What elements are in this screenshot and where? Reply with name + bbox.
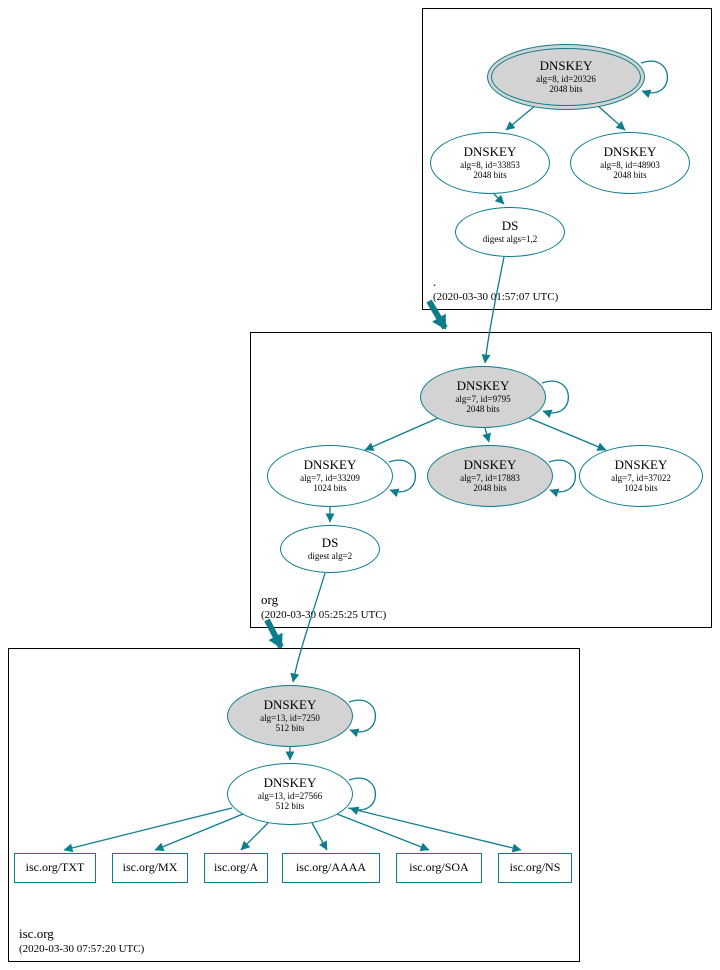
node-title: DNSKEY [456,378,510,394]
node-title: DNSKEY [463,457,517,473]
dnskey-node-root-zsk-48903[interactable]: DNSKEY alg=8, id=48903 2048 bits [570,132,690,194]
node-title: DS [501,218,519,234]
node-detail: alg=8, id=20326 [536,74,596,85]
zone-timestamp: (2020-03-30 01:57:07 UTC) [433,291,559,304]
dnskey-node-org-zsk-37022[interactable]: DNSKEY alg=7, id=37022 1024 bits [579,445,703,507]
node-detail: 512 bits [275,801,305,812]
rrset-label: isc.org/MX [122,860,178,875]
rrset-label: isc.org/SOA [409,860,469,875]
node-detail: alg=8, id=33853 [460,160,520,171]
dnskey-node-org-ksk-9795[interactable]: DNSKEY alg=7, id=9795 2048 bits [420,366,546,428]
zone-timestamp: (2020-03-30 07:57:20 UTC) [19,943,145,956]
rrset-node-isc-org-a[interactable]: isc.org/A [204,853,268,883]
node-title: DNSKEY [463,144,517,160]
dnskey-node-org-zsk-33209[interactable]: DNSKEY alg=7, id=33209 1024 bits [267,445,393,507]
node-title: DNSKEY [263,775,317,791]
node-detail: 2048 bits [473,483,507,494]
dnskey-node-org-zsk-17883[interactable]: DNSKEY alg=7, id=17883 2048 bits [427,445,553,507]
rrset-node-isc-org-soa[interactable]: isc.org/SOA [396,853,482,883]
node-detail: 1024 bits [624,483,658,494]
node-title: DNSKEY [263,697,317,713]
rrset-node-isc-org-txt[interactable]: isc.org/TXT [14,853,96,883]
rrset-label: isc.org/AAAA [295,860,367,875]
zone-label-root: . (2020-03-30 01:57:07 UTC) [433,273,558,305]
node-detail: alg=7, id=37022 [611,473,671,484]
ds-node-org[interactable]: DS digest algs=1,2 [455,207,565,257]
rrset-node-isc-org-aaaa[interactable]: isc.org/AAAA [282,853,380,883]
node-detail: 2048 bits [473,170,507,181]
rrset-label: isc.org/TXT [25,860,85,875]
zone-label-org: org (2020-03-30 05:25:25 UTC) [261,591,386,623]
node-detail: alg=7, id=17883 [460,473,520,484]
node-title: DNSKEY [603,144,657,160]
node-detail: 2048 bits [613,170,647,181]
node-detail: alg=13, id=27566 [257,791,323,802]
zone-name: isc.org [19,925,54,941]
node-detail: alg=7, id=33209 [300,473,360,484]
node-detail: alg=13, id=7250 [260,713,320,724]
rrset-node-isc-org-mx[interactable]: isc.org/MX [112,853,188,883]
zone-name: . [433,273,437,289]
dnskey-node-isc-zsk-27566[interactable]: DNSKEY alg=13, id=27566 512 bits [227,763,353,825]
node-title: DNSKEY [614,457,668,473]
rrset-label: isc.org/NS [509,860,561,875]
zone-timestamp: (2020-03-30 05:25:25 UTC) [261,609,387,622]
dnskey-node-root-ksk-20326[interactable]: DNSKEY alg=8, id=20326 2048 bits [487,44,645,110]
ds-node-isc-org[interactable]: DS digest alg=2 [280,525,380,573]
node-detail: digest algs=1,2 [482,234,538,245]
node-detail: alg=7, id=9795 [455,394,511,405]
node-detail: 512 bits [275,723,305,734]
node-detail: 2048 bits [549,84,583,95]
dnskey-node-root-zsk-33853[interactable]: DNSKEY alg=8, id=33853 2048 bits [430,132,550,194]
node-detail: digest alg=2 [307,551,353,562]
dnskey-node-isc-ksk-7250[interactable]: DNSKEY alg=13, id=7250 512 bits [227,685,353,747]
node-detail: alg=8, id=48903 [600,160,660,171]
zone-name: org [261,591,279,607]
rrset-node-isc-org-ns[interactable]: isc.org/NS [498,853,572,883]
node-title: DNSKEY [539,58,593,74]
node-title: DNSKEY [303,457,357,473]
zone-label-isc-org: isc.org (2020-03-30 07:57:20 UTC) [19,925,144,957]
rrset-label: isc.org/A [213,860,259,875]
node-detail: 2048 bits [466,404,500,415]
node-detail: 1024 bits [313,483,347,494]
node-title: DS [321,535,339,551]
